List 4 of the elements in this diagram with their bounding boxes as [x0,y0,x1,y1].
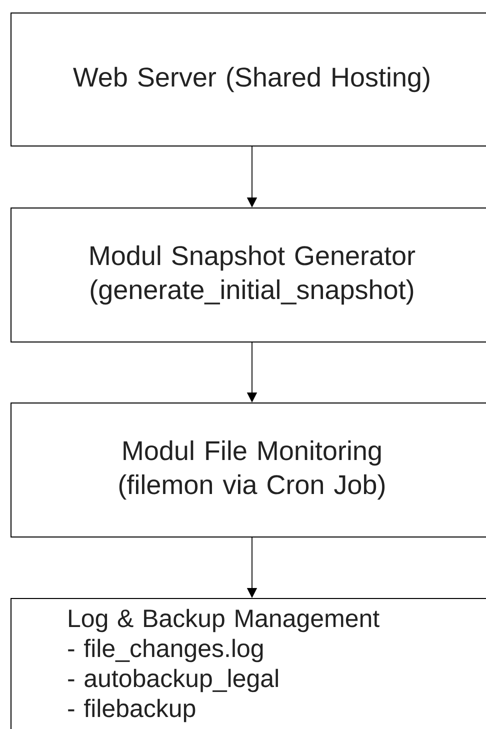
process-box: Modul Snapshot Generator (generate_initial_snapshot) [10,208,486,342]
process-box: Modul File Monitoring (filemon via Cron Job) [10,402,486,538]
process-box: Log & Backup Management - file_changes.log - autobackup_legal - filebackup [10,598,486,729]
process-box: Web Server (Shared Hosting) [10,12,486,146]
